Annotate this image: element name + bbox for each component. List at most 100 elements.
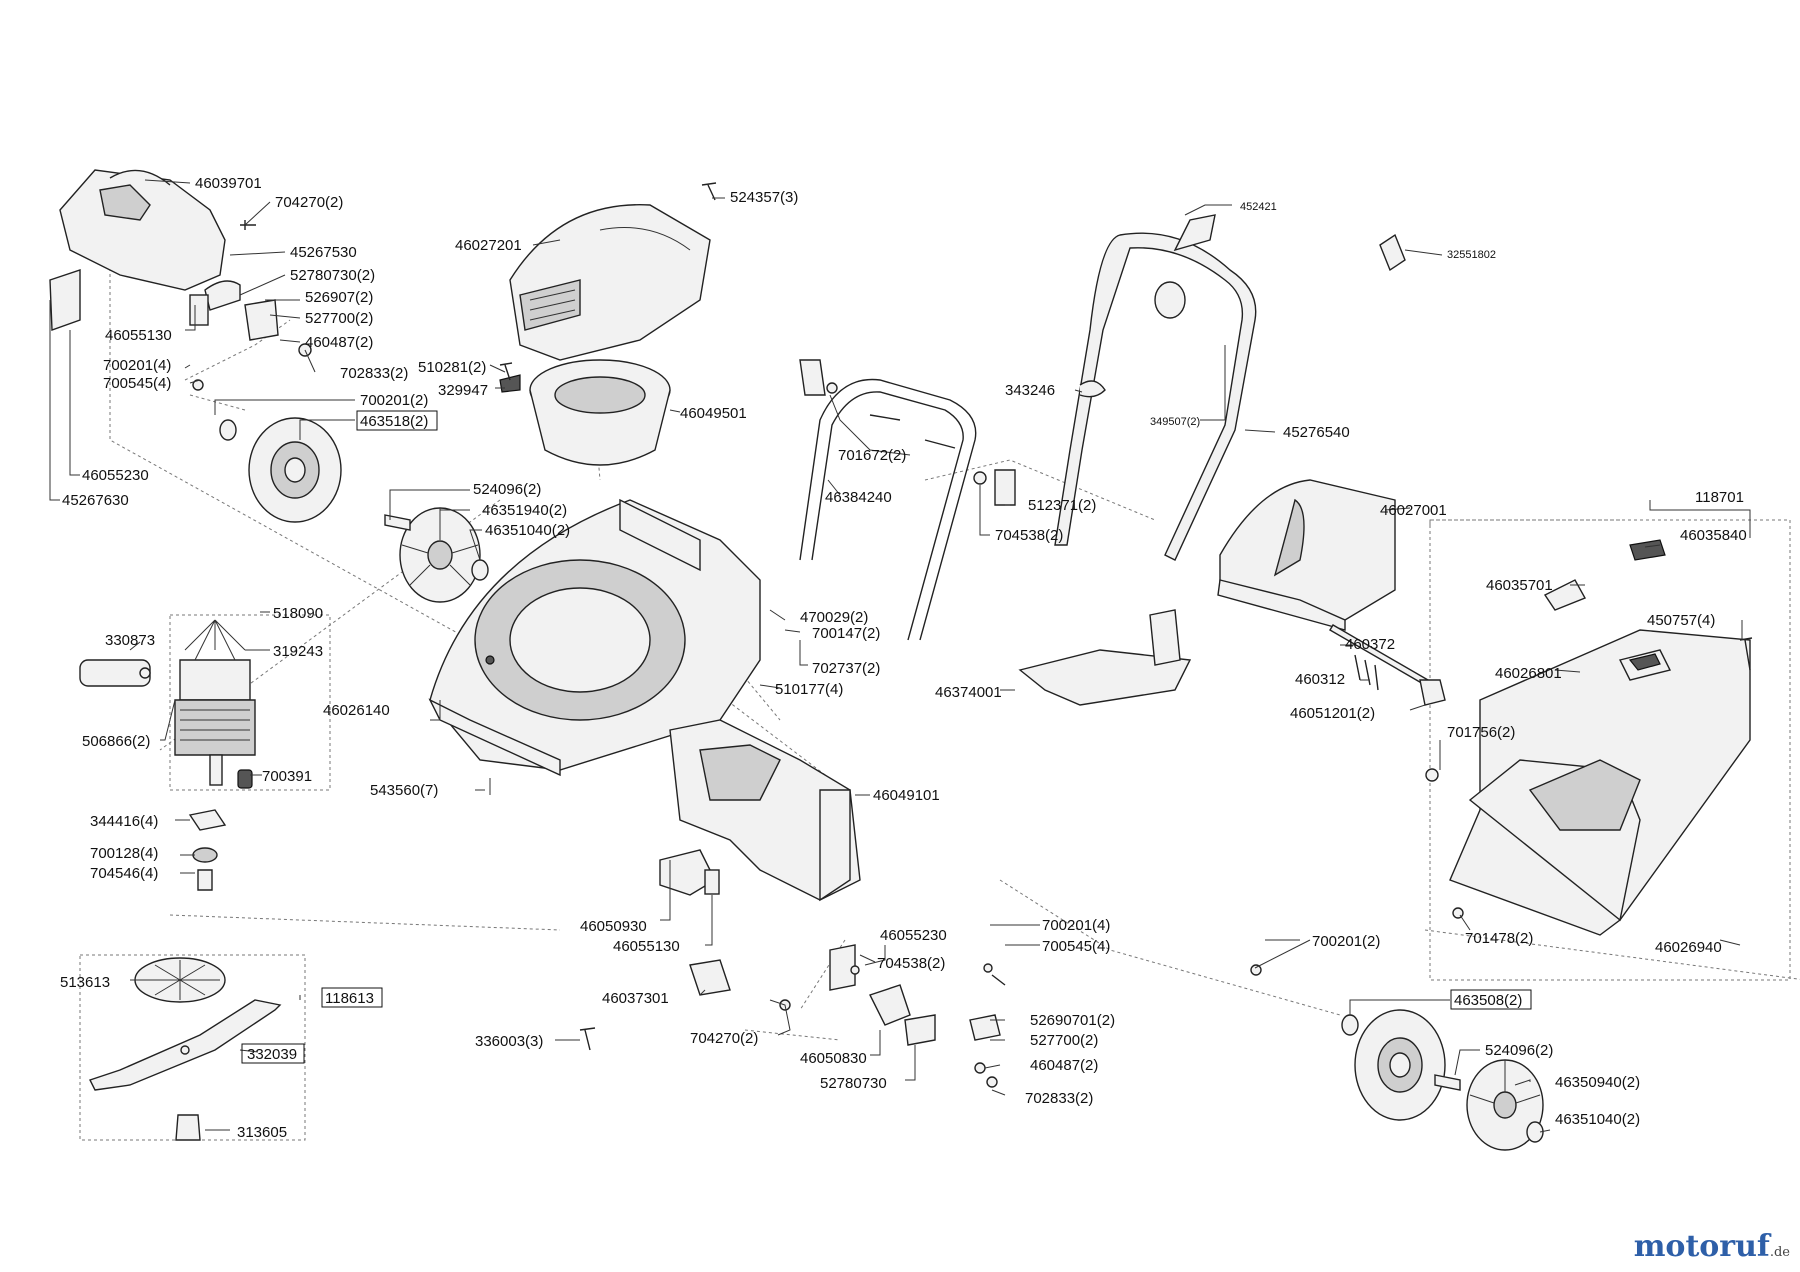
label-524096-bot: 524096(2) — [1485, 1042, 1553, 1059]
washer-700201-mid — [983, 963, 993, 973]
screw-top-left — [240, 220, 256, 230]
label-463518: 463518(2) — [360, 413, 428, 430]
plate-46037301 — [689, 959, 731, 996]
label-700201-4-top: 700201(4) — [103, 357, 171, 374]
label-702833-bot: 702833(2) — [1025, 1090, 1093, 1107]
label-700147: 700147(2) — [812, 625, 880, 642]
label-704546: 704546(4) — [90, 865, 158, 882]
label-45267630: 45267630 — [62, 492, 129, 509]
label-319243: 319243 — [273, 643, 323, 660]
label-704270-bot: 704270(2) — [690, 1030, 758, 1047]
height-plate — [189, 294, 209, 326]
label-45267530: 45267530 — [290, 244, 357, 261]
label-46050830: 46050830 — [800, 1050, 867, 1067]
cover-46035701 — [1543, 579, 1586, 611]
box-463508 — [1450, 989, 1532, 1010]
label-702833-top: 702833(2) — [340, 365, 408, 382]
height-adjuster-46050930 — [659, 849, 716, 896]
discharge-chute-part — [1018, 609, 1192, 706]
label-518090: 518090 — [273, 605, 323, 622]
label-460372: 460372 — [1345, 636, 1395, 653]
label-46026940: 46026940 — [1655, 939, 1722, 956]
label-45276540: 45276540 — [1283, 424, 1350, 441]
bracket-52780730-bot — [904, 1014, 936, 1046]
plate-46055130-mid — [704, 869, 720, 895]
label-330873: 330873 — [105, 632, 155, 649]
label-510177: 510177(4) — [775, 681, 843, 698]
label-46055130-top: 46055130 — [105, 327, 172, 344]
clip-329947 — [499, 374, 521, 393]
label-704270-top: 704270(2) — [275, 194, 343, 211]
label-344416: 344416(4) — [90, 813, 158, 830]
label-470029: 470029(2) — [800, 609, 868, 626]
label-313605: 313605 — [237, 1124, 287, 1141]
label-524096-top: 524096(2) — [473, 481, 541, 498]
washer-704538 — [973, 471, 987, 485]
label-46035701: 46035701 — [1486, 577, 1553, 594]
box-332039 — [241, 1043, 305, 1064]
label-46049501: 46049501 — [680, 405, 747, 422]
rear-flap-part — [59, 169, 226, 291]
brand-tld: .de — [1769, 1245, 1790, 1260]
electric-motor-part — [79, 619, 256, 789]
brand-name: motoruf — [1633, 1229, 1770, 1264]
adjuster-46050830 — [869, 984, 911, 1026]
label-46027001: 46027001 — [1380, 502, 1447, 519]
label-527700-bot: 527700(2) — [1030, 1032, 1098, 1049]
label-700201-2-mid: 700201(2) — [1312, 933, 1380, 950]
label-46351040-bot: 46351040(2) — [1555, 1111, 1640, 1128]
label-118701: 118701 — [1695, 489, 1744, 506]
label-46027201: 46027201 — [455, 237, 522, 254]
top-cover-part — [509, 204, 711, 361]
label-46026801: 46026801 — [1495, 665, 1562, 682]
hubcap-right — [1434, 1059, 1544, 1151]
label-46055230-top: 46055230 — [82, 467, 149, 484]
screw-336003 — [579, 1027, 596, 1051]
washer-700201-right — [1250, 964, 1262, 976]
label-702737: 702737(2) — [812, 660, 880, 677]
label-700545-4-top: 700545(4) — [103, 375, 171, 392]
label-349507: 349507(2) — [1150, 416, 1200, 428]
label-46050930: 46050930 — [580, 918, 647, 935]
hinge-plate-left — [49, 269, 81, 331]
bracket-344416 — [188, 809, 227, 831]
hinge-segment-left — [204, 280, 241, 311]
clip-343246 — [1079, 380, 1106, 398]
label-524357: 524357(3) — [730, 189, 798, 206]
bracket-small — [244, 299, 279, 341]
label-527700-top: 527700(2) — [305, 310, 373, 327]
cover-46035840 — [1629, 539, 1666, 561]
washer-700128 — [192, 847, 218, 863]
label-329947: 329947 — [438, 382, 488, 399]
lever-52690701 — [969, 1014, 1001, 1041]
label-46026140: 46026140 — [323, 702, 390, 719]
label-700128: 700128(4) — [90, 845, 158, 862]
label-52780730-bot: 52780730 — [820, 1075, 887, 1092]
label-52780730-top: 52780730(2) — [290, 267, 375, 284]
hubcap-left — [384, 507, 489, 603]
label-46039701: 46039701 — [195, 175, 262, 192]
label-704538-mid: 704538(2) — [877, 955, 945, 972]
label-452421: 452421 — [1240, 201, 1277, 213]
label-701672: 701672(2) — [838, 447, 906, 464]
label-701478: 701478(2) — [1465, 930, 1533, 947]
label-704538-top: 704538(2) — [995, 527, 1063, 544]
grass-box-part — [1449, 629, 1751, 936]
washer-460487-bot — [974, 1062, 986, 1074]
label-32551802: 32551802 — [1447, 249, 1496, 261]
label-506866: 506866(2) — [82, 733, 150, 750]
label-512371: 512371(2) — [1028, 497, 1096, 514]
label-332039: 332039 — [247, 1046, 297, 1063]
bolt-700545-mid — [991, 974, 1006, 986]
lower-handle-part — [799, 378, 977, 641]
clamp-upper — [799, 359, 826, 396]
screw-524357 — [701, 182, 717, 201]
label-460312: 460312 — [1295, 671, 1345, 688]
screw-701756 — [1425, 768, 1439, 782]
nut-702833-bot — [986, 1076, 998, 1088]
brand-logo: motoruf.de — [1634, 1229, 1790, 1264]
label-46037301: 46037301 — [602, 990, 669, 1007]
washer-handle — [826, 382, 838, 394]
label-343246: 343246 — [1005, 382, 1055, 399]
